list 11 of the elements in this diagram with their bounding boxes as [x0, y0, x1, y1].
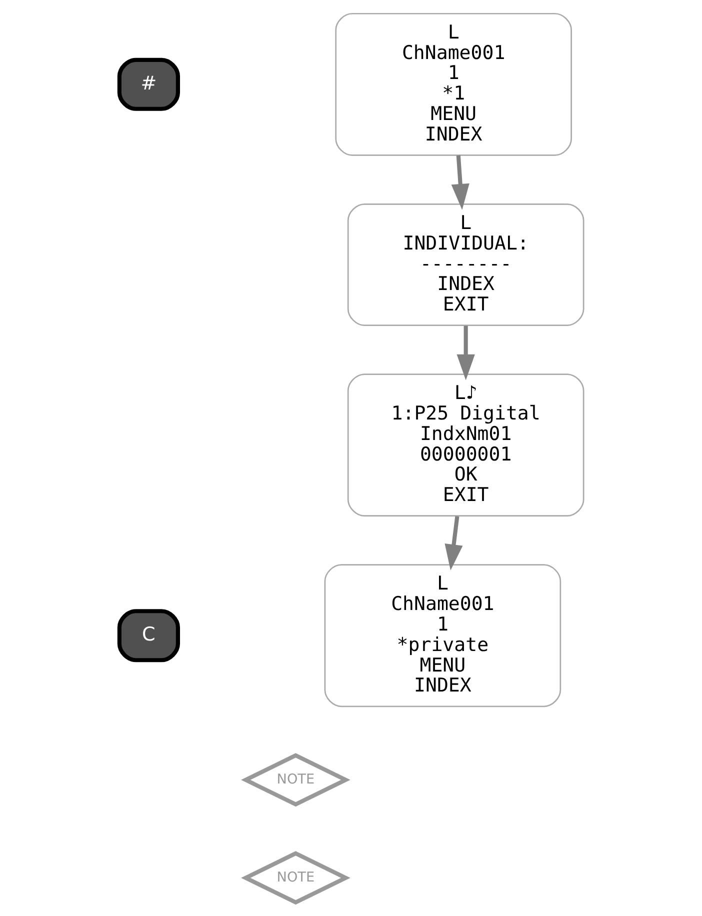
node-box: C — [116, 609, 180, 662]
arrow — [456, 326, 474, 380]
node-box: # — [116, 58, 180, 111]
arrow — [444, 516, 462, 570]
arrow — [450, 155, 469, 210]
node-diamond: NOTE — [240, 851, 350, 905]
node-diamond: NOTE — [240, 753, 350, 807]
node-box: L ChName001 1 *1 MENU INDEX — [334, 12, 572, 156]
node-box: L ChName001 1 *private MENU INDEX — [324, 564, 561, 708]
node-box: L INDIVIDUAL: -------- INDEX EXIT — [346, 203, 584, 326]
node-box: L♪ 1:P25 Digital IndxNm01 00000001 OK EXIT — [346, 374, 584, 517]
